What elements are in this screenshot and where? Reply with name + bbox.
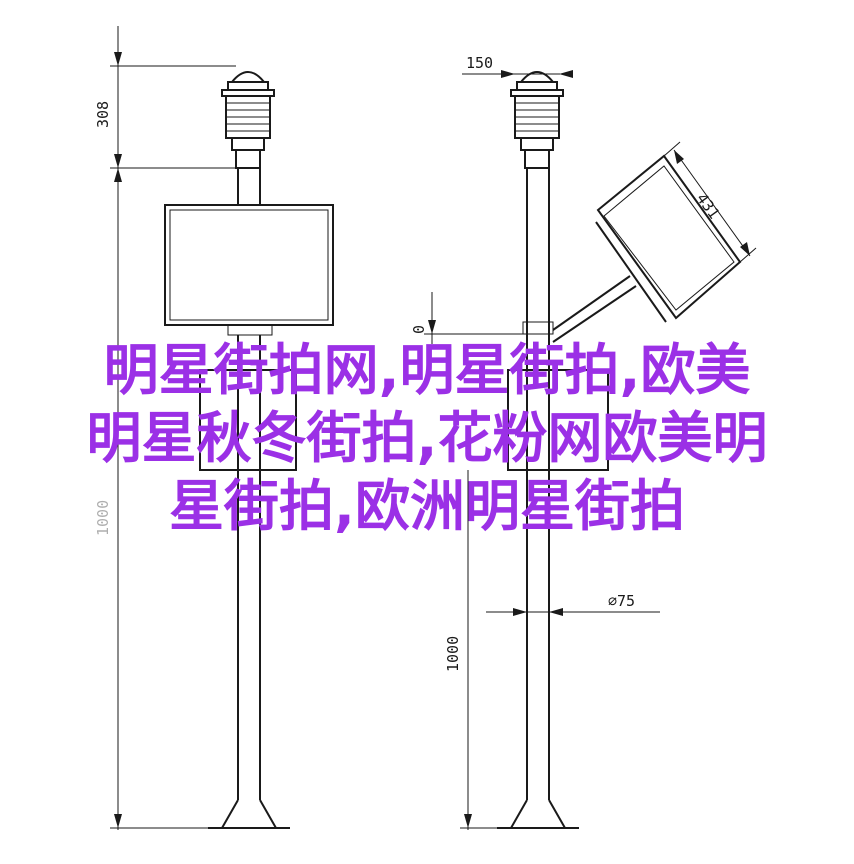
tilted-panel — [552, 154, 742, 343]
watermark-overlay-text: 明星街拍网,明星街拍,欧美 明星秋冬街拍,花粉网欧美明 星街拍,欧洲明星街拍 — [0, 336, 854, 540]
dim-bracket-offset: 0 — [410, 325, 428, 334]
dim-pole-height: 1000 — [444, 636, 462, 672]
left-dimensions: 308 — [94, 26, 236, 830]
left-front-view — [164, 71, 334, 829]
dim-left-partial: 1000 — [94, 500, 112, 536]
overlay-line-2: 明星秋冬街拍,花粉网欧美明 — [86, 406, 768, 470]
dim-sensor-width: 150 — [466, 54, 493, 72]
sensor-dome-left — [229, 71, 267, 83]
right-side-view — [497, 71, 742, 829]
dim-sensor-height: 308 — [94, 101, 112, 128]
control-box-left — [164, 204, 334, 326]
overlay-line-1: 明星街拍网,明星街拍,欧美 — [103, 338, 751, 402]
sensor-cap-left — [227, 81, 269, 91]
enclosure-right — [507, 369, 609, 471]
dim-pole-diameter: ⌀75 — [608, 592, 635, 610]
enclosure-left — [199, 369, 297, 471]
pole-base-left — [220, 799, 278, 829]
pole-base-right — [509, 799, 567, 829]
right-dimensions: 150 431 0 ⌀75 1000 1000 — [94, 54, 757, 830]
dim-panel-length: 431 — [693, 190, 723, 222]
overlay-line-3: 星街拍,欧洲明星街拍 — [169, 474, 685, 538]
